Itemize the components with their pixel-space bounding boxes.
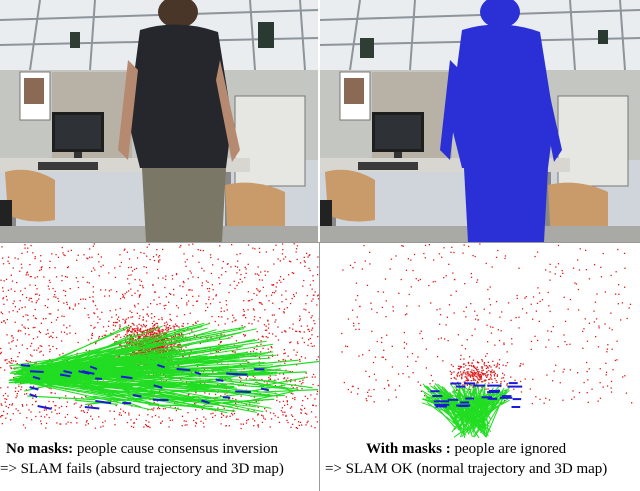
caption-right-line1: With masks : people are ignored <box>366 440 566 459</box>
slam-map-left-svg <box>0 243 319 430</box>
photo-with-mask <box>320 0 640 242</box>
trajectory-lines <box>8 322 278 414</box>
caption-right-line2: => SLAM OK (normal trajectory and 3D map… <box>325 461 608 477</box>
keyframes <box>430 382 523 408</box>
photo-no-mask <box>0 0 318 242</box>
slam-map-with-masks <box>321 243 640 491</box>
office-scene-right <box>320 0 640 242</box>
caption-left-bold: No masks: <box>6 441 74 457</box>
caption-left-line1: No masks: people cause consensus inversi… <box>6 440 278 459</box>
slam-map-no-masks <box>0 243 320 491</box>
trajectory-lines-2 <box>24 356 319 412</box>
person-mask <box>440 0 562 242</box>
person-figure <box>118 0 240 242</box>
trajectory-lines <box>421 382 511 439</box>
slam-map-right-svg <box>341 243 633 439</box>
caption-left-rest: people cause consensus inversion <box>73 441 279 457</box>
horizontal-divider <box>0 242 640 243</box>
caption-right-bold: With masks : <box>366 441 451 457</box>
caption-right-rest: people are ignored <box>450 441 567 457</box>
keyframes <box>20 364 270 410</box>
office-scene-left <box>0 0 318 242</box>
caption-left-line2: => SLAM fails (absurd trajectory and 3D … <box>0 461 284 477</box>
map-points-sparse <box>341 243 633 405</box>
